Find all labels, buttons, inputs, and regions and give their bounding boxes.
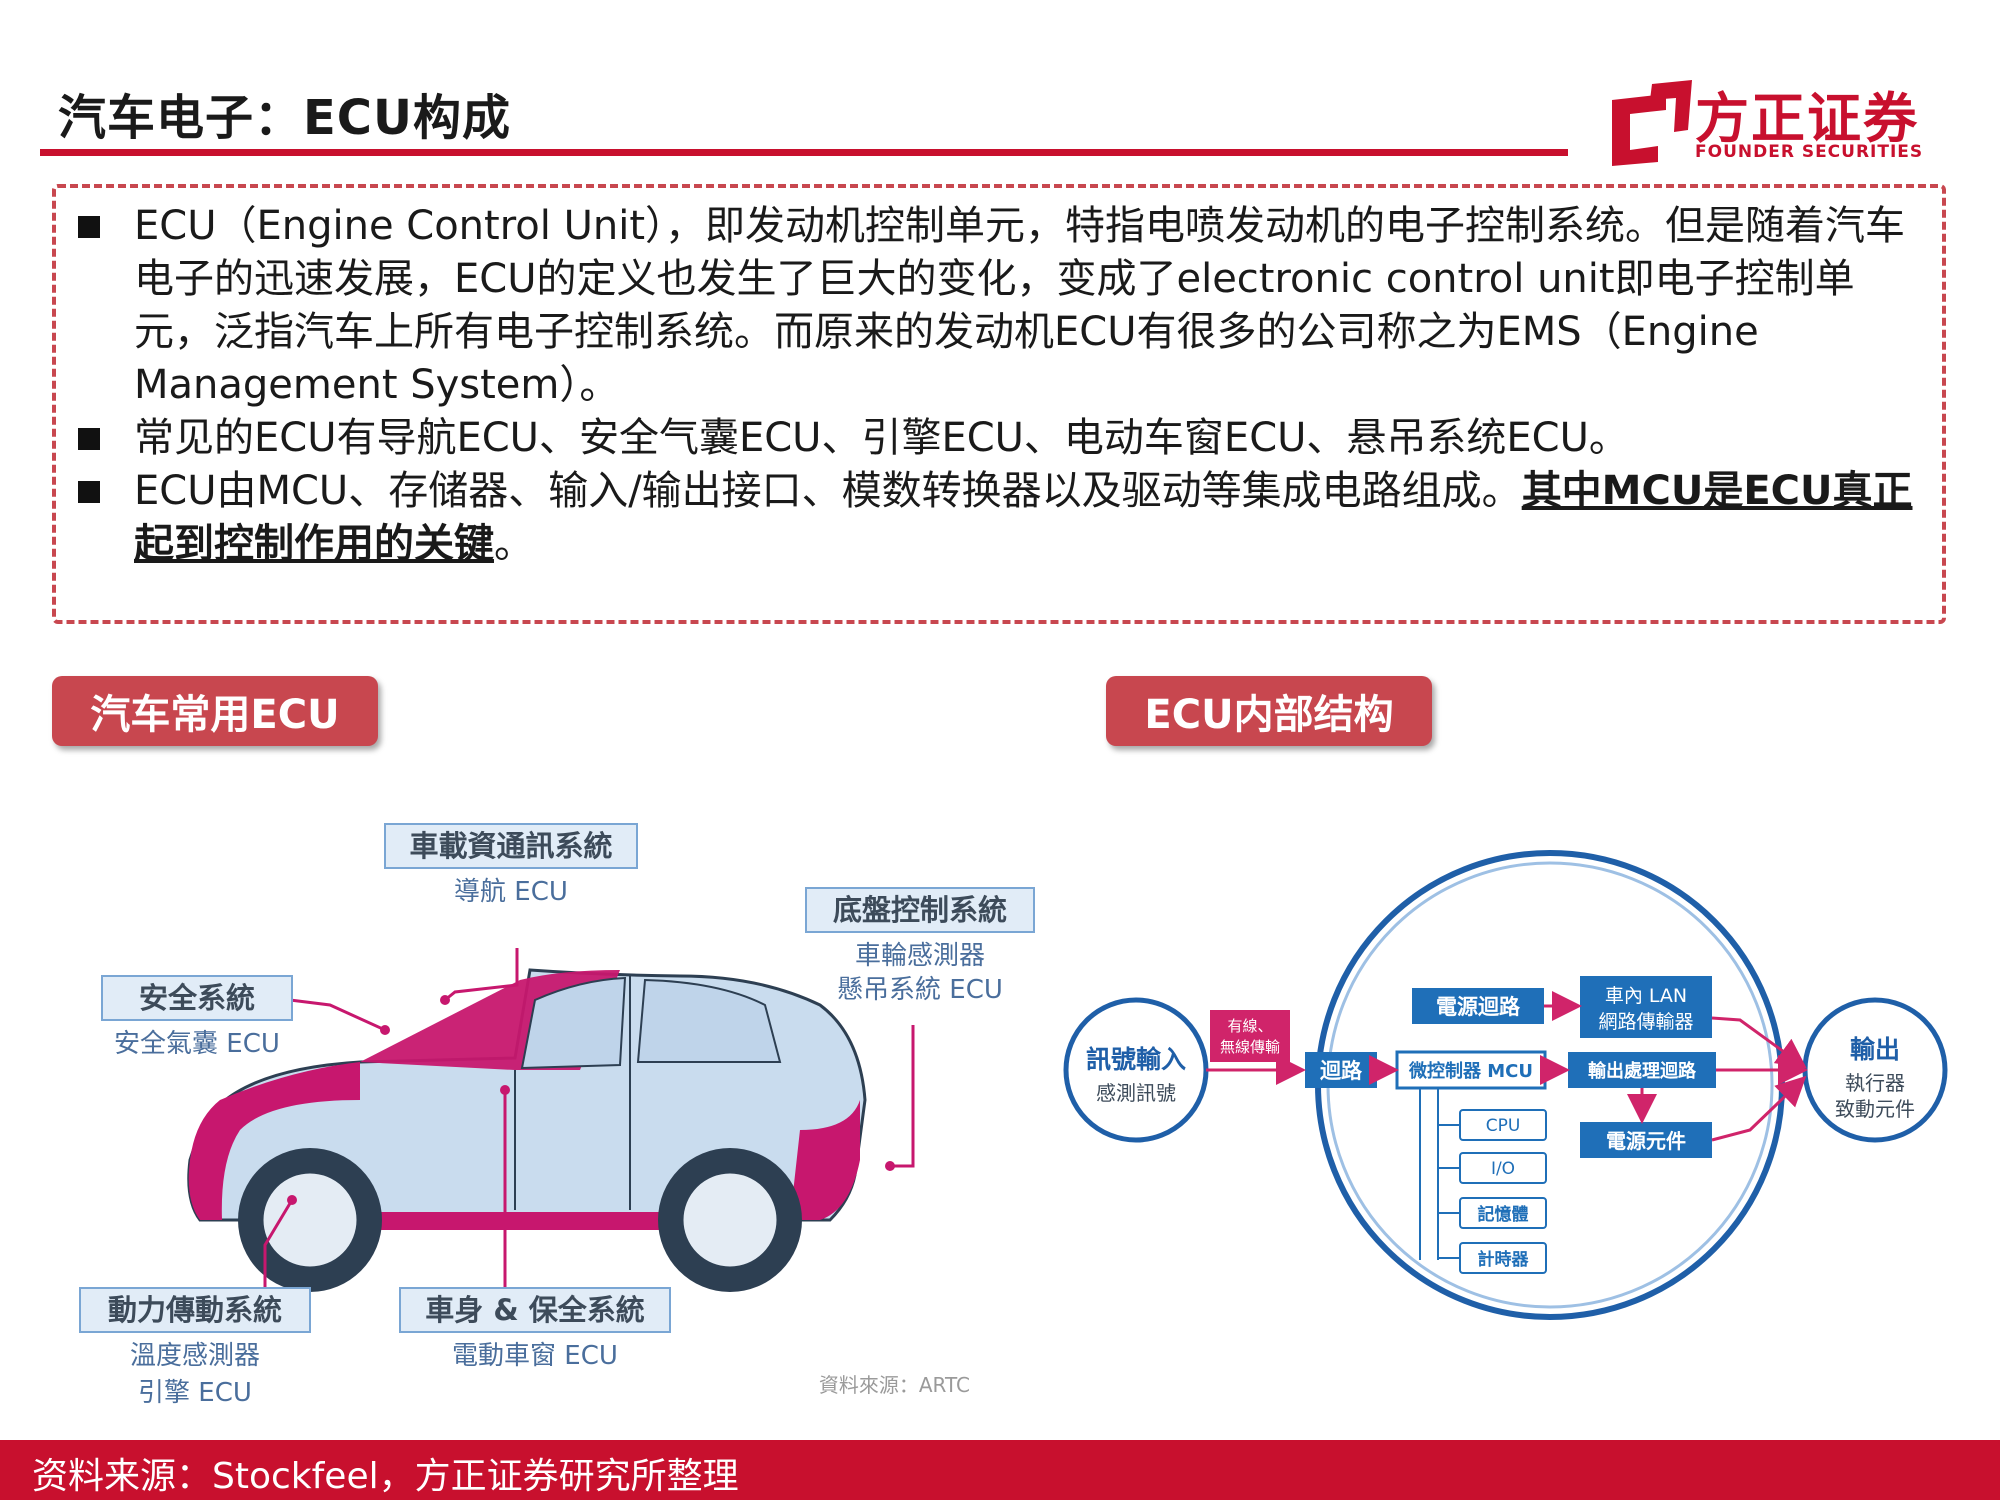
mcu-part-memory: 記憶體	[1438, 1197, 1547, 1229]
svg-text:輸出: 輸出	[1850, 1035, 1900, 1064]
tag-common-ecu: 汽车常用ECU	[52, 676, 378, 746]
svg-text:導航 ECU: 導航 ECU	[454, 877, 568, 907]
svg-text:輸出處理迴路: 輸出處理迴路	[1588, 1060, 1697, 1082]
car-rear-highlight	[790, 1100, 860, 1220]
bullet-item: ECU由MCU、存储器、输入/输出接口、模数转换器以及驱动等集成电路组成。其中M…	[78, 465, 1926, 571]
svg-text:微控制器 MCU: 微控制器 MCU	[1408, 1060, 1533, 1082]
logo-name-cn: 方正证券	[1695, 87, 1919, 150]
founder-securities-logo: 方正证券 FOUNDER SECURITIES	[1600, 74, 1930, 170]
svg-text:無線傳輸: 無線傳輸	[1220, 1038, 1280, 1056]
mcu-part-io: I/O	[1438, 1152, 1547, 1184]
car-rim-rear	[680, 1170, 780, 1270]
svg-text:車身 & 保全系統: 車身 & 保全系統	[425, 1293, 644, 1327]
logo-mark-icon	[1612, 80, 1692, 166]
car-ecu-diagram: 車載資通訊系統 導航 ECU 底盤控制系統 車輪感測器 懸吊系統 ECU 安全系…	[79, 823, 1035, 1408]
node-signal-input: 訊號輸入 感測訊號	[1063, 997, 1209, 1143]
page-title: 汽车电子：ECU构成	[58, 90, 511, 146]
title-divider	[40, 149, 1568, 156]
svg-text:車內 LAN: 車內 LAN	[1605, 985, 1687, 1007]
bullet-plain-text: ECU由MCU、存储器、输入/输出接口、模数转换器以及驱动等集成电路组成。	[134, 468, 1522, 514]
svg-text:電源元件: 電源元件	[1606, 1129, 1686, 1153]
svg-text:執行器: 執行器	[1845, 1071, 1905, 1095]
block-mcu: 微控制器 MCU	[1395, 1050, 1547, 1090]
bullet-text: ECU（Engine Control Unit），即发动机控制单元，特指电喷发动…	[134, 203, 1906, 408]
flow-arrows	[1206, 991, 1808, 1142]
car-rim-front	[260, 1170, 360, 1270]
node-output: 輸出 執行器 致動元件	[1802, 997, 1948, 1143]
svg-text:計時器: 計時器	[1478, 1249, 1530, 1270]
bullet-emphasis-text: 其中MCU是ECU真正起到控制作用的关键	[134, 468, 1913, 567]
tag-ecu-structure: ECU内部结构	[1106, 676, 1432, 746]
svg-text:致動元件: 致動元件	[1835, 1097, 1915, 1121]
car-diagram-source: 資料來源：ARTC	[819, 1373, 970, 1397]
svg-text:訊號輸入: 訊號輸入	[1086, 1045, 1186, 1074]
bullet-item: 常见的ECU有导航ECU、安全气囊ECU、引擎ECU、电动车窗ECU、悬吊系统E…	[78, 412, 1926, 465]
wireless-transmission-tag: 有線、 無線傳輸	[1210, 1010, 1290, 1062]
svg-text:安全系統: 安全系統	[139, 981, 255, 1015]
leader-dot	[885, 1161, 895, 1171]
block-output-circuit: 輸出處理迴路	[1568, 1052, 1716, 1088]
mcu-part-cpu: CPU	[1438, 1109, 1547, 1141]
label-chassis: 底盤控制系統 車輪感測器 懸吊系統 ECU	[805, 887, 1035, 1005]
svg-text:懸吊系統 ECU: 懸吊系統 ECU	[837, 975, 1003, 1005]
block-power-element: 電源元件	[1580, 1122, 1712, 1158]
summary-box	[52, 184, 1946, 624]
svg-text:迴路: 迴路	[1320, 1059, 1363, 1083]
svg-text:記憶體: 記憶體	[1478, 1204, 1529, 1225]
footer-source: 资料来源：Stockfeel，方正证券研究所整理	[32, 1456, 739, 1497]
ecu-structure-diagram: 訊號輸入 感測訊號 輸出 執行器 致動元件 有線、 無線傳輸 迴路 微控制器 M…	[1063, 850, 1948, 1320]
svg-text:感測訊號: 感測訊號	[1096, 1081, 1176, 1105]
leader-dot	[287, 1195, 297, 1205]
bullet-list: ECU（Engine Control Unit），即发动机控制单元，特指电喷发动…	[78, 200, 1926, 571]
svg-text:I/O: I/O	[1491, 1159, 1515, 1179]
svg-text:有線、: 有線、	[1227, 1017, 1272, 1035]
bullet-text: 常见的ECU有导航ECU、安全气囊ECU、引擎ECU、电动车窗ECU、悬吊系统E…	[134, 415, 1629, 461]
label-powertrain: 動力傳動系統 溫度感測器 引擎 ECU	[79, 1287, 311, 1408]
block-power-circuit: 電源迴路	[1412, 988, 1544, 1024]
svg-text:底盤控制系統: 底盤控制系統	[833, 893, 1007, 927]
leader-line	[890, 1025, 915, 1168]
car-hood-highlight	[188, 1062, 360, 1220]
leader-dot	[500, 1085, 510, 1095]
bullet-square-icon	[78, 481, 100, 503]
block-vehicle-lan: 車內 LAN 網路傳輸器	[1580, 976, 1712, 1038]
svg-text:網路傳輸器: 網路傳輸器	[1598, 1011, 1693, 1033]
leader-line	[263, 1199, 294, 1300]
leader-line	[444, 948, 519, 1002]
svg-text:車載資通訊系統: 車載資通訊系統	[409, 829, 612, 863]
svg-text:電動車窗 ECU: 電動車窗 ECU	[452, 1341, 618, 1371]
bullet-square-icon	[78, 428, 100, 450]
bullet-square-icon	[78, 216, 100, 238]
car-window-rear	[636, 978, 782, 1063]
bullet-item: ECU（Engine Control Unit），即发动机控制单元，特指电喷发动…	[78, 200, 1926, 412]
leader-dot	[440, 995, 450, 1005]
bullet-text: ECU由MCU、存储器、输入/输出接口、模数转换器以及驱动等集成电路组成。其中M…	[134, 465, 1926, 571]
car-window-front	[520, 976, 627, 1070]
bullet-tail-text: 。	[494, 521, 534, 567]
svg-text:車輪感測器: 車輪感測器	[855, 941, 985, 971]
label-telematics: 車載資通訊系統 導航 ECU	[384, 823, 638, 907]
mcu-part-timer: 計時器	[1438, 1242, 1547, 1274]
svg-text:動力傳動系統: 動力傳動系統	[108, 1293, 282, 1327]
svg-text:安全氣囊 ECU: 安全氣囊 ECU	[114, 1029, 280, 1059]
footer-bar	[0, 1440, 2000, 1500]
leader-line	[289, 998, 386, 1032]
block-circuit: 迴路	[1305, 1052, 1377, 1088]
svg-text:溫度感測器: 溫度感測器	[130, 1341, 260, 1371]
label-safety: 安全系統 安全氣囊 ECU	[101, 975, 293, 1059]
svg-text:引擎 ECU: 引擎 ECU	[138, 1378, 252, 1408]
svg-text:電源迴路: 電源迴路	[1436, 995, 1521, 1019]
leader-dot	[380, 1025, 390, 1035]
logo-name-en: FOUNDER SECURITIES	[1695, 142, 1924, 162]
svg-text:CPU: CPU	[1486, 1116, 1521, 1136]
label-body-security: 車身 & 保全系統 電動車窗 ECU	[399, 1287, 671, 1371]
